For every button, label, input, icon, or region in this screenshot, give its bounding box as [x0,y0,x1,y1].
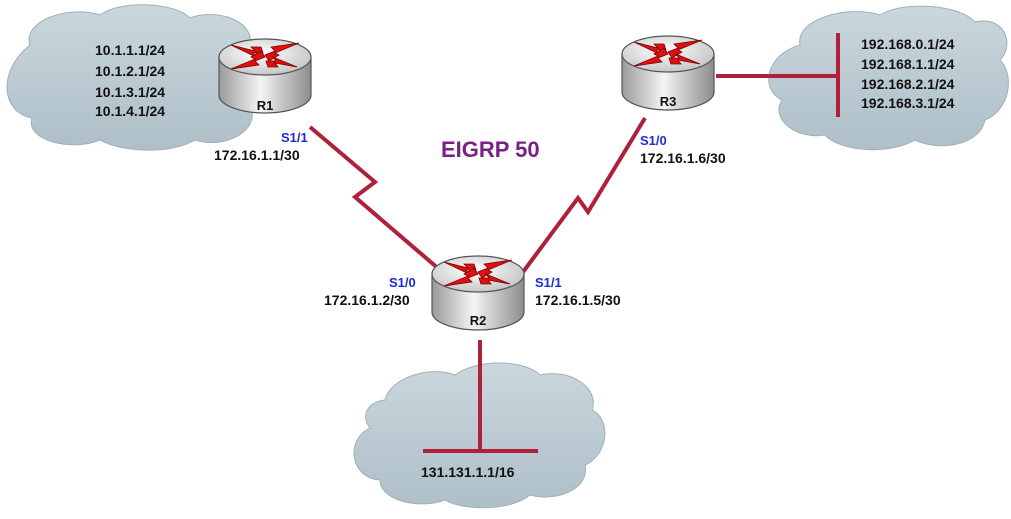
r1-lan-network: 10.1.2.1/24 [95,63,165,79]
serial-link-r1-r2 [308,125,442,272]
r3-lan-network: 192.168.0.1/24 [861,36,955,52]
router-r1-name: R1 [257,98,274,113]
r2-interface-s1-1: S1/1 [535,275,562,290]
r1-lan-network: 10.1.1.1/24 [95,42,165,58]
router-r1: R1 [218,38,312,114]
lan-link-r2 [423,340,538,453]
r3-lan-network: 192.168.3.1/24 [861,95,955,111]
r2-lan-network: 131.131.1.1/16 [421,464,515,480]
r1-lan-network: 10.1.3.1/24 [95,84,165,100]
r2-interface-s1-1-address: 172.16.1.5/30 [535,292,621,308]
r1-interface-address: 172.16.1.1/30 [214,147,300,163]
serial-link-r2-r3 [521,116,647,274]
r2-interface-s1-0: S1/0 [389,275,416,290]
router-r3: R3 [621,35,715,111]
r3-interface-s1-0: S1/0 [640,133,667,148]
r1-interface-s1-1: S1/1 [281,130,308,145]
cloud-r3-lan [768,5,1009,151]
r3-lan-network: 192.168.2.1/24 [861,76,955,92]
router-r2: R2 [431,255,525,331]
lan-link-r3 [716,33,840,117]
r3-lan-network: 192.168.1.1/24 [861,56,955,72]
r1-lan-list: 10.1.1.1/24 10.1.2.1/24 10.1.3.1/24 10.1… [95,42,165,119]
r1-lan-network: 10.1.4.1/24 [95,103,165,119]
router-r3-name: R3 [660,94,677,109]
r2-interface-s1-0-address: 172.16.1.2/30 [324,292,410,308]
r3-lan-list: 192.168.0.1/24 192.168.1.1/24 192.168.2.… [861,36,955,111]
router-r2-name: R2 [470,313,487,328]
diagram-title: EIGRP 50 [441,137,540,162]
r3-interface-address: 172.16.1.6/30 [640,150,726,166]
